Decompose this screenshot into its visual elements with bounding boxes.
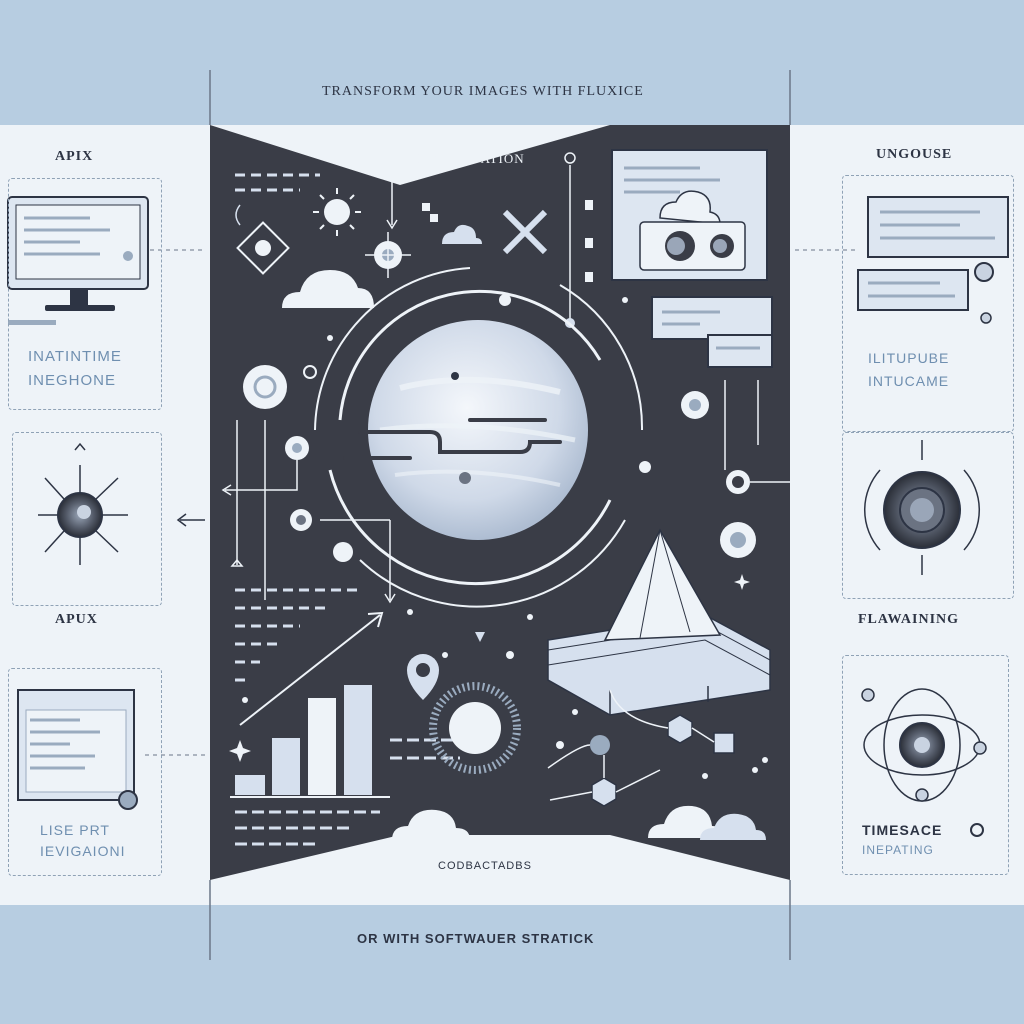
starburst-sun-icon [429,682,521,774]
browser-window-icon [17,689,205,810]
central-orb [343,320,588,540]
left-bottom-caption-1: LISE PRT [40,822,110,838]
scatter-dots [242,297,768,779]
right-top-panel [842,175,1014,432]
header-title: TRANSFORM YOUR IMAGES WITH FLUXICE [322,84,644,99]
left-top-heading: APIX [55,149,94,164]
left-bottom-panel [8,668,162,876]
pixel-square-icon [422,203,430,211]
code-lines-bottom [235,588,360,682]
left-top-caption-2: INEGHONE [28,372,117,389]
pyramid-landscape-icon [547,528,771,716]
spiral-node-icon [243,365,317,409]
right-top-caption-1: ILITUPUBE [868,350,950,366]
status-ring-icon [970,823,984,837]
x-logo-icon [502,209,548,255]
crosshair-node-icon [365,165,411,278]
footer-text: OR WITH SOFTWAUER STRATICK [357,931,595,946]
node-dot-icon [285,436,353,562]
right-top-caption-2: INTUCAME [868,373,950,389]
code-lines-top [235,173,320,192]
sparkle-icon [229,740,251,762]
right-bottom-caption-2: INEPATING [862,843,934,857]
sparkle-icon [734,574,750,590]
left-middle-heading: APUX [55,612,98,627]
connector-dot [564,152,576,164]
monitor-icon [7,196,205,325]
left-top-panel [8,178,162,410]
diamond-node-icon [235,204,290,275]
mini-window-icon [651,296,773,368]
cloud-icon [700,813,766,840]
right-bottom-caption-1: TIMESACE [862,822,943,838]
node-dot-icon [499,294,756,558]
center-bottom-label: CODBACTADBS [438,860,532,872]
image-card-icon [611,149,768,281]
left-middle-panel [12,432,162,606]
network-node-icon [38,442,205,565]
hexagon-network-icon [547,689,735,807]
cloud-icon [282,270,374,308]
center-top-label: INNESLUATION [418,151,525,166]
flow-connectors [221,420,396,604]
pixel-square-icon [430,214,438,222]
right-middle-panel [842,432,1014,599]
location-pin-icon [407,632,485,700]
lens-cycle-icon [863,440,981,575]
growth-arrow-icon [239,611,384,726]
footer-band [0,905,1024,1024]
orbit-rings [314,267,644,608]
cloud-icon [392,809,470,840]
right-top-heading: UNGOUSE [876,147,953,162]
left-top-caption-1: INATINTIME [28,348,122,365]
cloud-icon [442,224,482,244]
left-bottom-caption-2: IEVIGAIONI [40,843,126,859]
flow-connectors [724,380,826,489]
sun-icon [313,188,361,236]
pixel-square-icon [585,272,593,282]
pixel-square-icon [585,200,593,210]
right-middle-heading: FLAWAINING [858,612,960,627]
atom-orbit-icon [861,688,987,802]
pixel-square-icon [585,238,593,248]
stacked-windows-icon [795,196,1009,324]
right-bottom-panel [842,655,1009,875]
